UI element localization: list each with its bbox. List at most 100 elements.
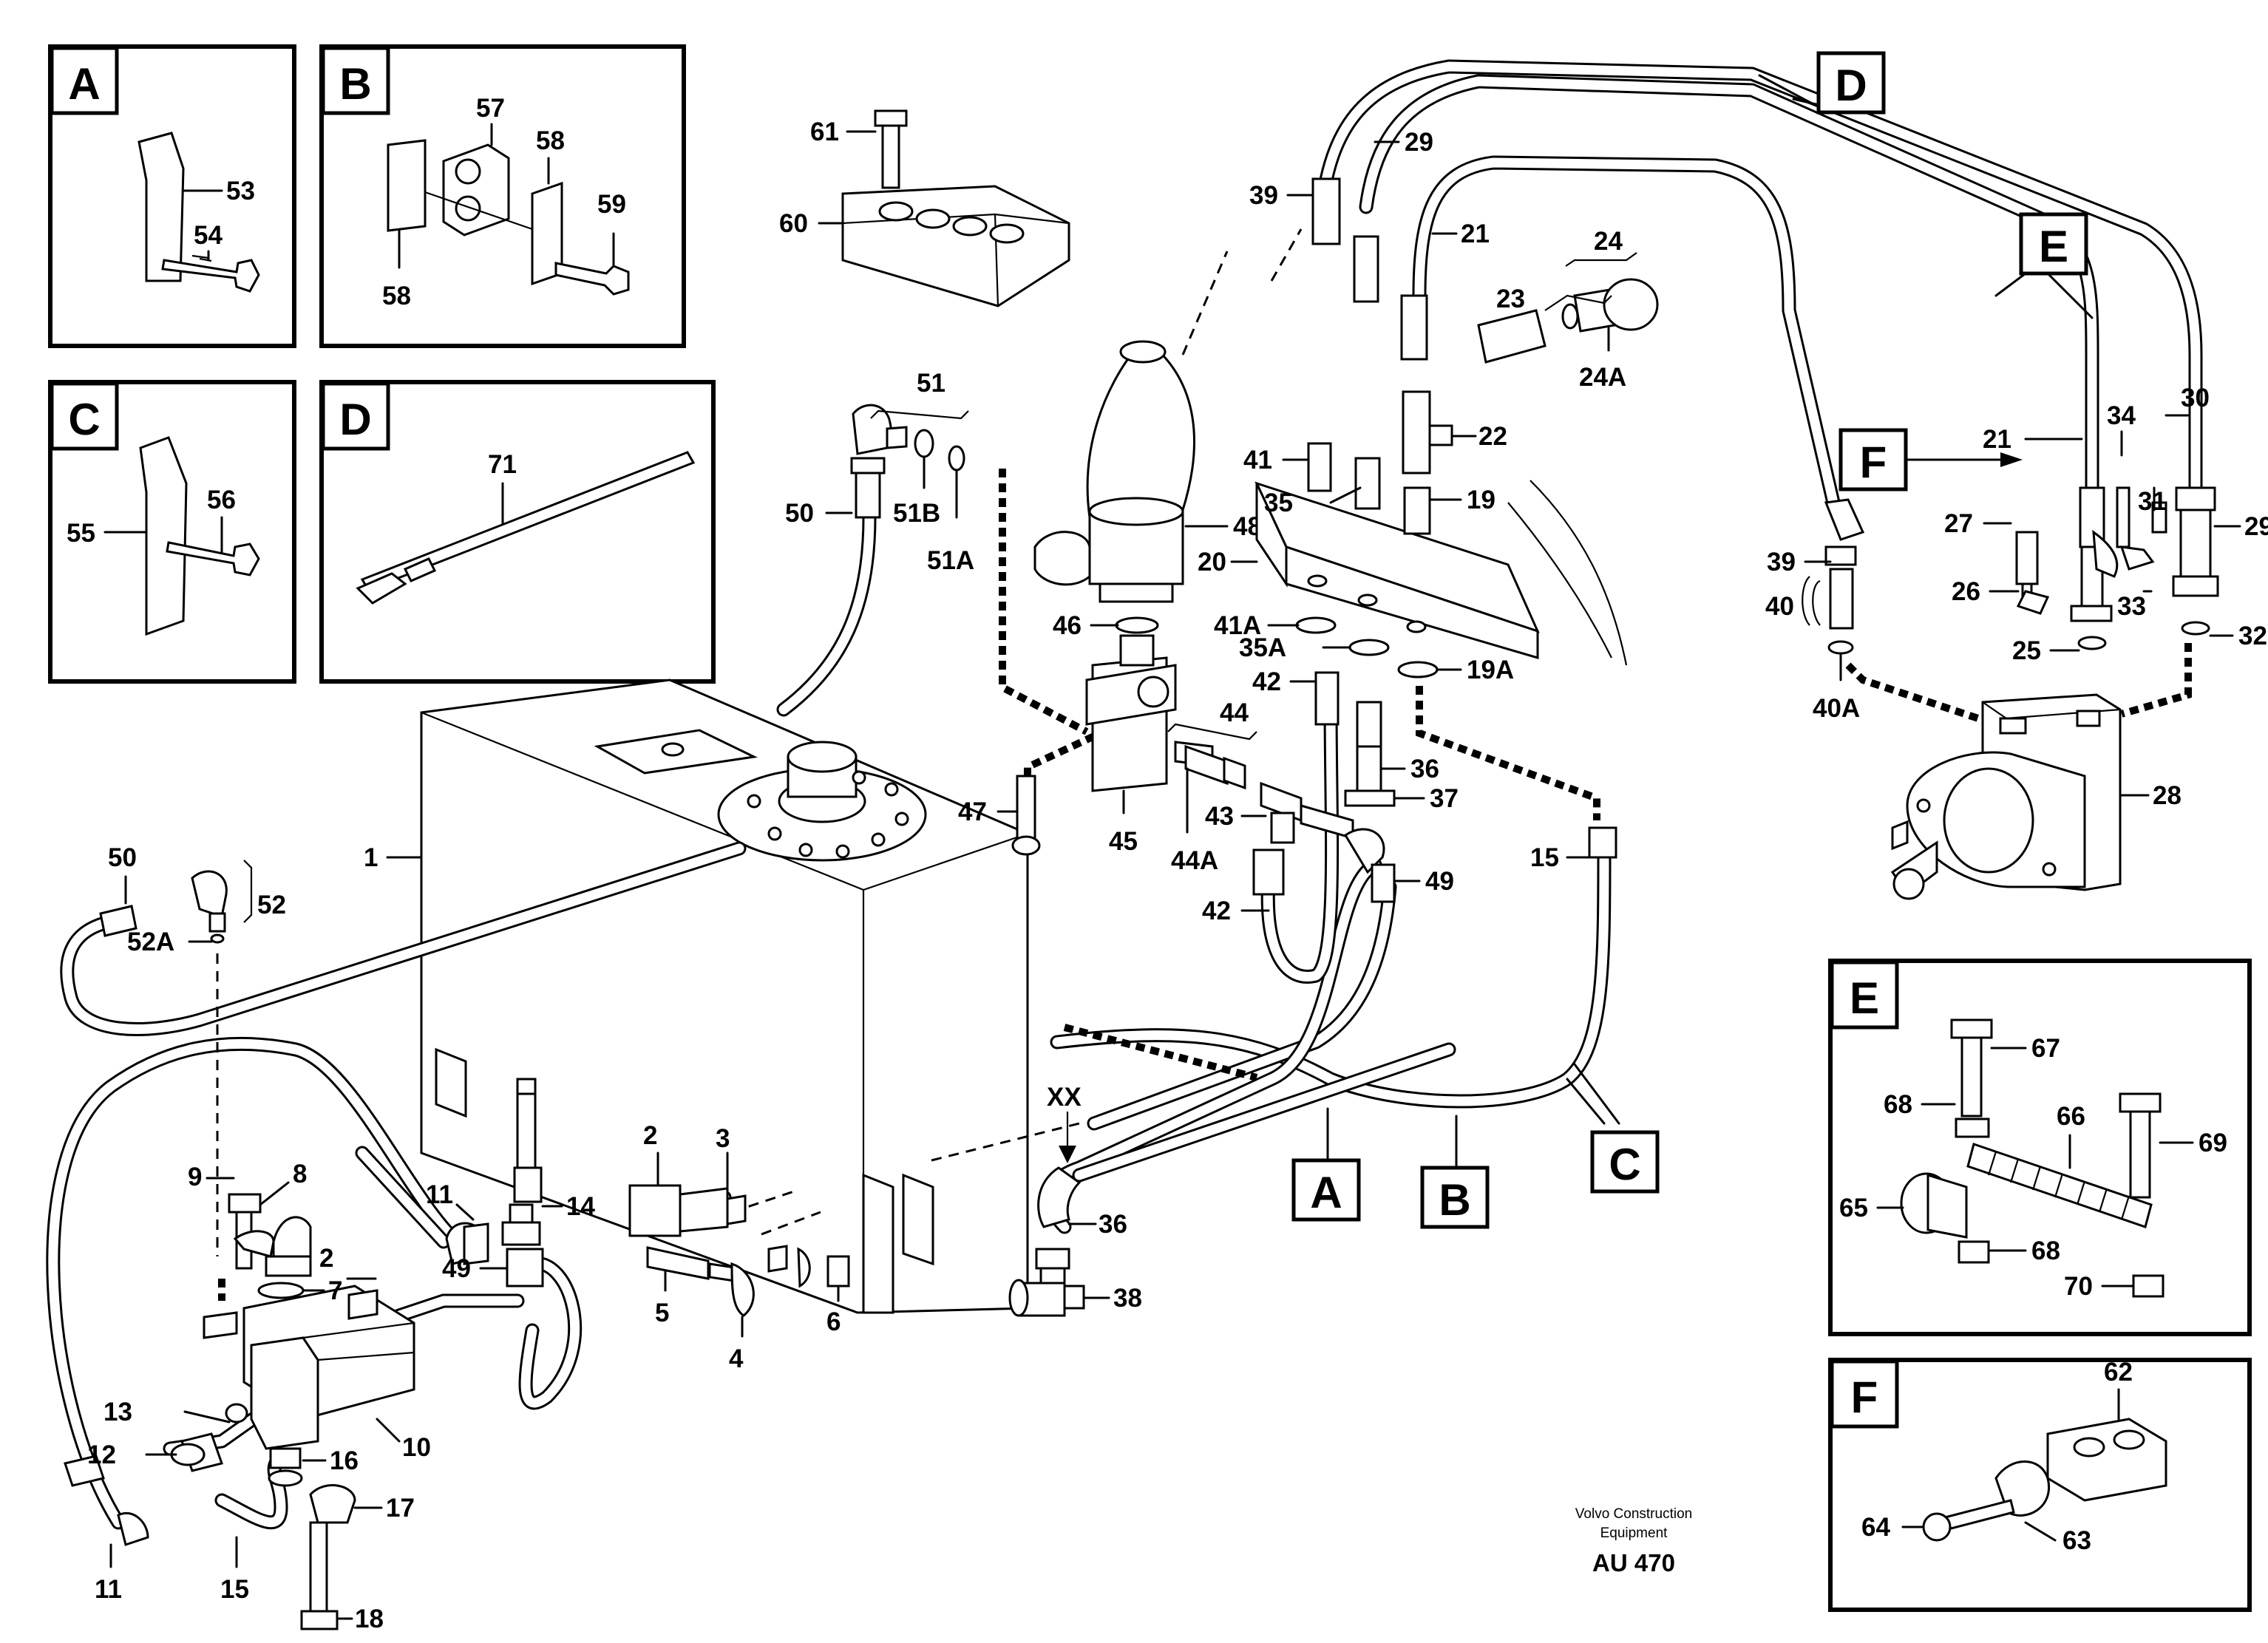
part-label-53: 53 — [226, 177, 255, 205]
part-label-23: 23 — [1496, 285, 1525, 313]
part-label-51B: 51B — [893, 499, 940, 528]
part-label-40A: 40A — [1813, 694, 1860, 723]
part-label-70: 70 — [2064, 1272, 2093, 1301]
part-label-42a: 42 — [1252, 667, 1281, 696]
part-label-28: 28 — [2153, 781, 2182, 810]
detail-panel-a: A 53 54 — [48, 44, 296, 348]
panel-d-letter: D — [339, 395, 371, 444]
part-label-49a: 49 — [1425, 867, 1454, 896]
bolt-54-shape — [161, 259, 260, 293]
part-label-35A: 35A — [1239, 633, 1286, 662]
part-label-15b: 15 — [220, 1575, 249, 1604]
part-label-25: 25 — [2012, 636, 2041, 665]
part-label-16: 16 — [330, 1446, 359, 1475]
part-label-56: 56 — [207, 486, 236, 514]
part-label-36b: 36 — [1099, 1210, 1127, 1239]
part-label-67: 67 — [2031, 1034, 2060, 1063]
company-line-1: Volvo Construction — [1575, 1506, 1692, 1522]
callout-letter-xx: XX — [1047, 1083, 1082, 1112]
callout-letter-c: C — [1609, 1140, 1640, 1189]
part-label-12: 12 — [87, 1440, 116, 1469]
callout-tag-b: B — [1420, 1115, 1490, 1229]
part-label-69: 69 — [2199, 1129, 2227, 1157]
part-label-44A: 44A — [1171, 846, 1218, 875]
part-label-45: 45 — [1109, 827, 1138, 856]
callout-tag-d: D — [1758, 51, 1886, 115]
part-label-19: 19 — [1467, 486, 1495, 514]
part-label-47: 47 — [958, 797, 987, 826]
part-label-9: 9 — [188, 1163, 202, 1191]
fittings-36-38: 36 38 XX — [1008, 1083, 1142, 1317]
part-label-68b: 68 — [2031, 1236, 2060, 1265]
part-label-64: 64 — [1861, 1513, 1890, 1542]
part-label-57: 57 — [476, 94, 505, 123]
center-fittings: 2 3 11 14 49 5 4 6 — [426, 1078, 850, 1373]
bracket-20-with-fittings: 29 39 21 23 24 24A 22 41 35 19 20 41A 35… — [1198, 128, 1659, 925]
part-label-46: 46 — [1053, 611, 1082, 640]
part-label-30: 30 — [2181, 384, 2210, 412]
part-label-17: 17 — [386, 1494, 415, 1523]
part-label-33: 33 — [2117, 592, 2146, 621]
part-label-61: 61 — [810, 118, 839, 146]
part-label-3: 3 — [716, 1124, 730, 1153]
part-label-32: 32 — [2238, 622, 2267, 650]
part-label-42b: 42 — [1202, 897, 1231, 925]
callout-tag-c: C — [1566, 1063, 1660, 1194]
part-label-27: 27 — [1944, 509, 1973, 538]
part-label-21a: 21 — [1461, 220, 1490, 248]
part-label-50b: 50 — [108, 843, 137, 872]
part-label-50a: 50 — [785, 499, 814, 528]
part-label-40: 40 — [1765, 592, 1794, 621]
panel-f-letter: F — [1851, 1372, 1878, 1422]
bracket-53-shape — [137, 132, 185, 282]
fittings-43-44: 44 44A 43 — [1167, 698, 1354, 875]
part-label-66: 66 — [2057, 1102, 2085, 1131]
part-label-10: 10 — [402, 1433, 431, 1462]
part-label-39b: 39 — [1767, 548, 1796, 576]
part-label-54: 54 — [194, 221, 223, 250]
part-label-65: 65 — [1839, 1194, 1868, 1222]
part-label-2b: 2 — [319, 1244, 333, 1273]
panel-a-letter: A — [68, 59, 100, 109]
panel-e-letter: E — [1850, 973, 1879, 1023]
part-label-4: 4 — [729, 1344, 744, 1373]
part-label-1: 1 — [364, 843, 378, 872]
block-60-with-bolt-61: 61 60 — [779, 109, 1070, 307]
part-label-2a: 2 — [643, 1121, 657, 1150]
part-label-62: 62 — [2104, 1358, 2133, 1387]
callout-letter-b: B — [1439, 1175, 1470, 1225]
drawing-code: AU 470 — [1592, 1549, 1675, 1576]
part-label-58a: 58 — [536, 126, 565, 155]
part-label-29a: 29 — [1405, 128, 1433, 157]
fittings-50-52: 50 52 52A — [99, 843, 286, 1256]
part-label-15a: 15 — [1530, 843, 1559, 872]
part-label-43: 43 — [1205, 802, 1234, 831]
part-label-26: 26 — [1952, 577, 1980, 606]
part-label-19A: 19A — [1467, 656, 1514, 684]
part-label-24A: 24A — [1579, 363, 1626, 392]
dashed-connections — [218, 228, 2192, 1301]
detail-panel-c: C 55 56 — [48, 380, 296, 684]
part-label-51A: 51A — [927, 546, 974, 575]
detail-panel-f: F 62 64 63 — [1828, 1358, 2252, 1612]
valve-45-and-elbow-48: 48 46 45 47 — [958, 340, 1262, 856]
callout-letter-a: A — [1310, 1168, 1342, 1217]
callout-letter-d: D — [1835, 61, 1867, 110]
pump-10-assembly: 2 7 8 9 13 12 16 17 18 10 11 15 — [64, 1160, 431, 1633]
footer-credit: Volvo Construction Equipment AU 470 — [1575, 1506, 1692, 1576]
part-label-8: 8 — [293, 1160, 307, 1188]
part-label-5: 5 — [655, 1299, 669, 1327]
part-label-37: 37 — [1430, 784, 1459, 813]
part-label-14: 14 — [566, 1192, 595, 1221]
part-label-68a: 68 — [1884, 1090, 1912, 1119]
tank-1: 1 — [364, 678, 1029, 1314]
part-label-44: 44 — [1220, 698, 1249, 727]
part-label-41: 41 — [1243, 446, 1272, 474]
callout-tag-f: F — [1838, 428, 2023, 491]
part-label-22: 22 — [1478, 422, 1507, 451]
callout-tag-e: E — [1994, 212, 2094, 319]
part-label-7: 7 — [328, 1276, 342, 1305]
part-label-49b: 49 — [442, 1254, 471, 1283]
part-label-63: 63 — [2062, 1526, 2091, 1555]
